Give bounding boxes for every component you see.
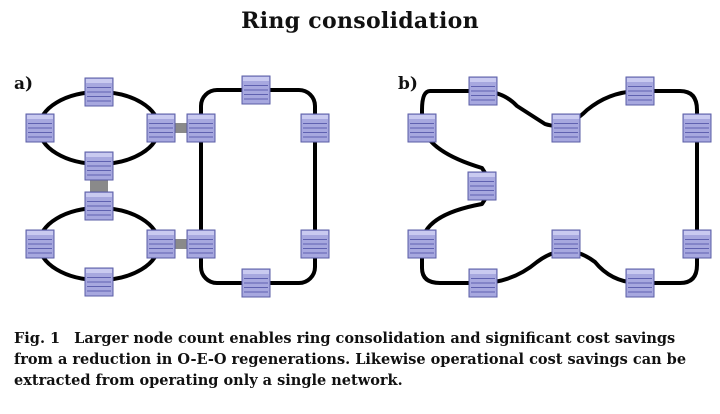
network-node-a-upper-left [25,113,55,143]
network-node-b-top-left [468,76,498,106]
nodes-group [25,75,712,298]
network-node-a-lower-bottom [84,267,114,297]
panel-a-large-ring [199,88,317,285]
network-node-a-large-top [241,75,271,105]
network-node-b-left-upper [407,113,437,143]
network-node-b-bottom-left [468,268,498,298]
diagram-title: Ring consolidation [241,8,479,34]
caption-text: Larger node count enables ring consolida… [14,330,687,389]
network-node-a-lower-right [146,229,176,259]
network-node-a-upper-top [84,77,114,107]
network-node-a-upper-right [146,113,176,143]
network-node-b-right-lower [682,229,712,259]
network-node-a-lower-top [84,191,114,221]
network-node-a-large-left-lower [186,229,216,259]
network-node-a-large-right-upper [300,113,330,143]
caption-fig-label: Fig. 1 [14,330,61,347]
network-node-a-large-left-upper [186,113,216,143]
network-node-a-large-right-lower [300,229,330,259]
panel-a-connector-right-upper [172,123,194,133]
network-node-b-bottom-mid [551,229,581,259]
network-node-a-lower-left [25,229,55,259]
network-node-a-large-bottom [241,268,271,298]
network-node-a-upper-bottom [84,151,114,181]
panel-a-connector-right-lower [172,239,194,249]
network-node-b-right-upper [682,113,712,143]
network-node-b-bottom-right [625,268,655,298]
network-node-b-center [467,171,497,201]
panel-b-label: b) [398,74,418,94]
network-node-b-top-right [625,76,655,106]
network-node-b-left-lower [407,229,437,259]
panel-a-label: a) [14,74,34,94]
network-node-b-top-mid [551,113,581,143]
